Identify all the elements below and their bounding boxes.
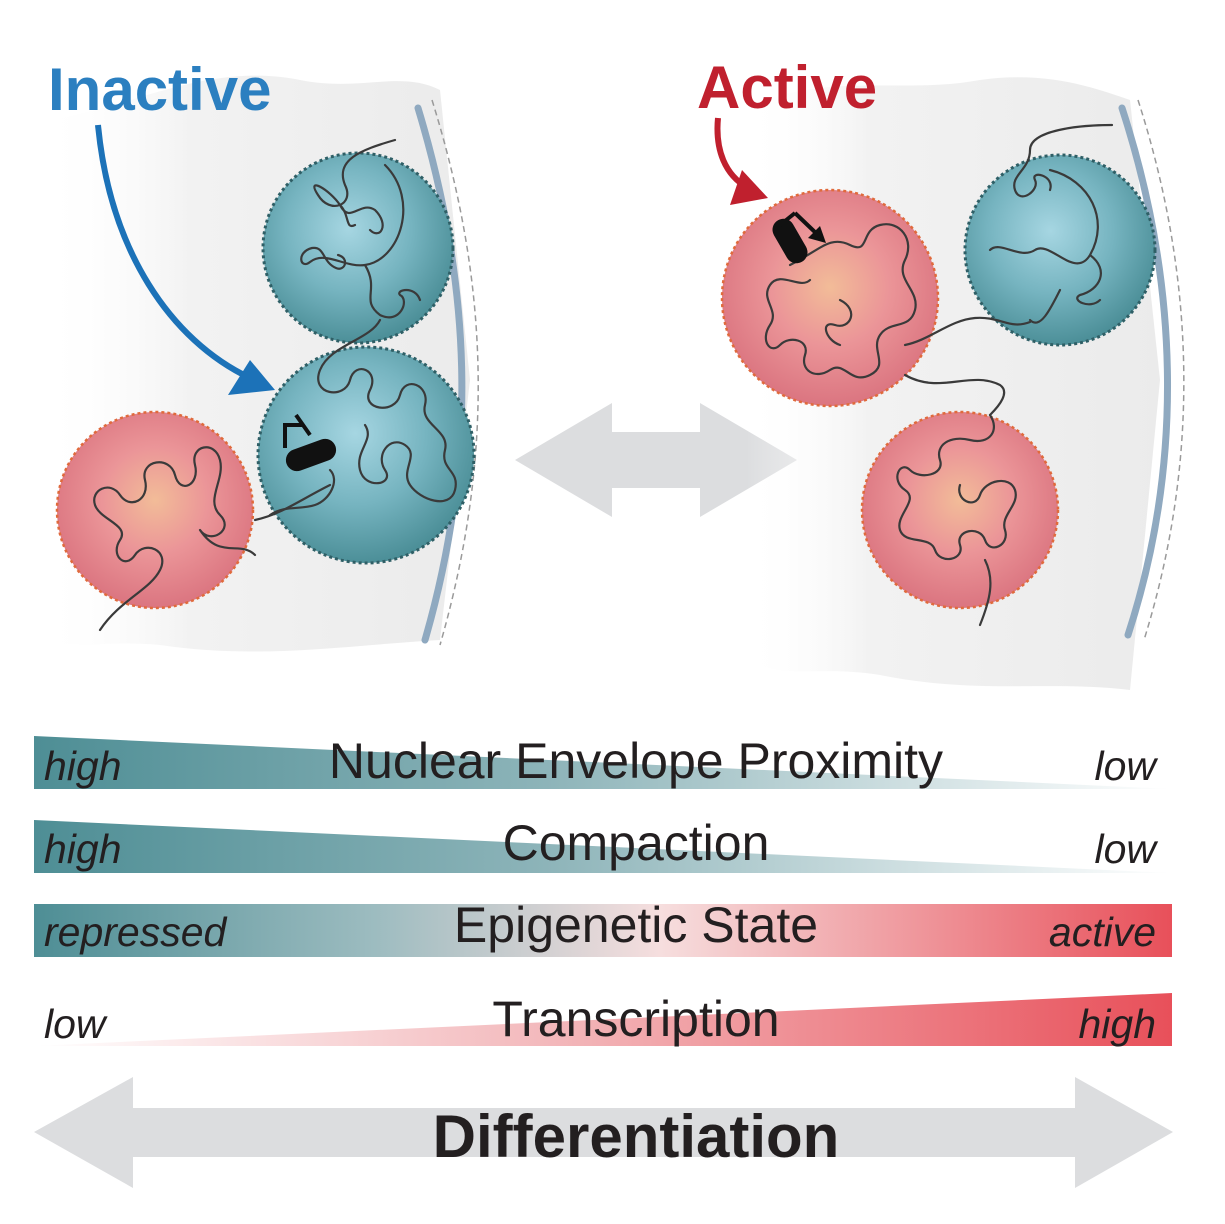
left-nuclear-envelope: [414, 104, 466, 644]
active-label: Active: [697, 54, 877, 121]
left-gene-block: [294, 413, 312, 437]
gradient-bar-epigenetic-left: repressed: [44, 909, 228, 955]
left-envelope-dashed: [431, 99, 479, 646]
gradient-bar-transcription-left: low: [44, 1001, 108, 1047]
left-nucleus-panel: [40, 75, 479, 652]
right-nucleus-panel: [720, 77, 1185, 690]
gradient-bar-nep-shape: [34, 736, 1172, 789]
right-gene-promoter: [778, 211, 797, 227]
left-chromatin-red: [93, 446, 332, 632]
gradient-bar-epigenetic: repressed Epigenetic State active: [34, 897, 1172, 957]
right-gene-body: [772, 218, 808, 264]
left-chromatin-top: [300, 138, 422, 319]
gradient-bar-compaction: high Compaction low: [34, 815, 1172, 873]
gradient-bar-epigenetic-right: active: [1049, 909, 1156, 955]
right-red-domain-lower: [860, 410, 1060, 610]
right-chromatin-teal: [988, 123, 1114, 324]
right-envelope-dashed: [1137, 99, 1185, 641]
gradient-bar-transcription-title: Transcription: [492, 991, 779, 1047]
gradient-bar-nep-right: low: [1094, 743, 1158, 789]
inactive-pointer-arrow: [95, 124, 275, 395]
right-gene-promoter-head: [808, 226, 826, 243]
center-double-arrow: [515, 403, 797, 517]
differentiation-label: Differentiation: [433, 1103, 840, 1170]
gradient-bar-nep-left: high: [44, 743, 122, 789]
gradient-bar-compaction-left: high: [44, 826, 122, 872]
right-nuclear-envelope: [1118, 104, 1171, 639]
differentiation-double-arrow: [34, 1077, 1173, 1188]
gradient-bar-transcription-shape: [34, 993, 1172, 1046]
gradient-bar-compaction-shape: [34, 820, 1172, 873]
gradient-bar-transcription-right: high: [1078, 1001, 1156, 1047]
gradient-bar-nep: high Nuclear Envelope Proximity low: [34, 733, 1172, 789]
gradient-bar-compaction-title: Compaction: [503, 815, 770, 871]
gradient-bar-epigenetic-shape: [34, 904, 1172, 957]
gradient-bar-compaction-right: low: [1094, 826, 1158, 872]
gradient-bar-transcription: low Transcription high: [34, 991, 1172, 1047]
gradient-bar-nep-title: Nuclear Envelope Proximity: [329, 733, 943, 789]
left-red-domain: [55, 410, 255, 610]
inactive-label: Inactive: [48, 56, 271, 123]
left-teal-domain-gene: [256, 345, 476, 565]
left-teal-domain-top: [261, 151, 455, 345]
right-red-domain-gene: [720, 188, 940, 408]
right-chromatin-gene: [764, 223, 1032, 417]
right-chromatin-lower: [896, 413, 1017, 627]
gradient-bar-epigenetic-title: Epigenetic State: [454, 897, 818, 953]
left-gene-body: [285, 438, 337, 472]
right-teal-domain: [963, 153, 1157, 347]
active-pointer-arrow: [714, 117, 768, 205]
right-gene-promoter-arm: [793, 211, 820, 237]
